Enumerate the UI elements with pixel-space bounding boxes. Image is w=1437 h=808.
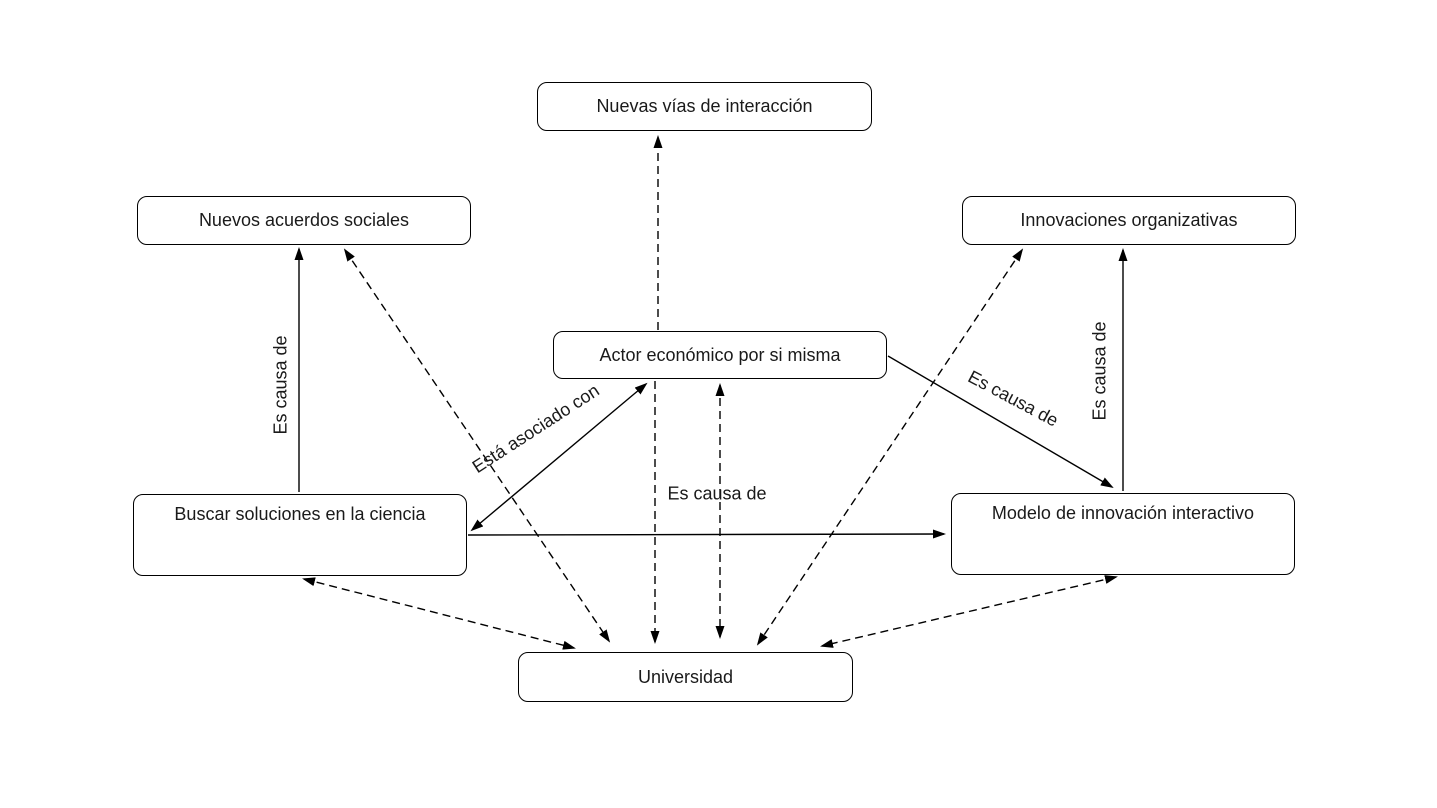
node-label: Universidad bbox=[637, 666, 734, 687]
node-nuevas-vias-de-interaccion[interactable]: Nuevas vías de interacción bbox=[537, 82, 872, 131]
node-label: Nuevas vías de interacción bbox=[596, 96, 813, 117]
edge-label-es-causa-de-left[interactable]: Es causa de bbox=[270, 335, 291, 435]
edge-universidad-modelo[interactable] bbox=[820, 575, 1118, 648]
edge-label-es-causa-de-right[interactable]: Es causa de bbox=[1089, 321, 1110, 421]
node-universidad[interactable]: Universidad bbox=[518, 652, 853, 702]
node-actor-economico[interactable]: Actor económico por si misma bbox=[553, 331, 887, 379]
node-modelo-innovacion[interactable]: Modelo de innovación interactivo bbox=[951, 493, 1295, 575]
node-nuevos-acuerdos-sociales[interactable]: Nuevos acuerdos sociales bbox=[137, 196, 471, 245]
node-innovaciones-organizativas[interactable]: Innovaciones organizativas bbox=[962, 196, 1296, 245]
node-label: Innovaciones organizativas bbox=[1020, 210, 1238, 231]
node-label: Nuevos acuerdos sociales bbox=[198, 210, 410, 231]
edge-universidad-nuevos-acuerdos[interactable] bbox=[343, 248, 611, 643]
edge-universidad-buscar[interactable] bbox=[302, 577, 576, 650]
edge-label-es-causa-de-center[interactable]: Es causa de bbox=[667, 483, 767, 504]
edge-actor-to-modelo[interactable] bbox=[887, 355, 1114, 489]
node-buscar-soluciones[interactable]: Buscar soluciones en la ciencia bbox=[133, 494, 467, 576]
node-label: Actor económico por si misma bbox=[599, 344, 841, 365]
edge-buscar-to-modelo[interactable] bbox=[467, 529, 946, 539]
node-label: Modelo de innovación interactivo bbox=[991, 503, 1255, 523]
edge-universidad-innovaciones[interactable] bbox=[756, 248, 1024, 646]
node-label: Buscar soluciones en la ciencia bbox=[174, 504, 426, 524]
